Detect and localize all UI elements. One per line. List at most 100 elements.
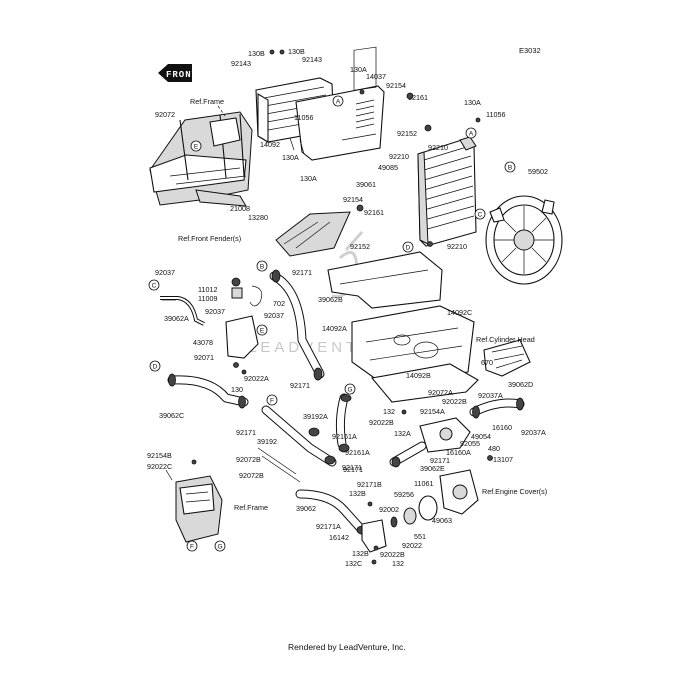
label-16160a: 16160A bbox=[446, 448, 471, 457]
callout-b-hose bbox=[256, 260, 268, 272]
label-49063: 49063 bbox=[432, 516, 452, 525]
label-92154a: 92154A bbox=[420, 407, 445, 416]
callout-e-tank bbox=[256, 324, 268, 336]
frame-front-section bbox=[149, 111, 253, 207]
hose-39192 bbox=[261, 405, 337, 467]
label-92161a: 92161A bbox=[332, 432, 357, 441]
callout-f-frame bbox=[186, 540, 198, 552]
label-39062e: 39062E bbox=[420, 464, 445, 473]
label-92143: 92143 bbox=[231, 59, 251, 68]
label-13107: 13107 bbox=[493, 455, 513, 464]
fasteners bbox=[162, 49, 493, 565]
callout-g-hose-label: G bbox=[347, 387, 352, 394]
label-92154: 92154 bbox=[343, 195, 363, 204]
front-label: FRONT bbox=[166, 70, 198, 80]
label-11009: 11009 bbox=[198, 294, 217, 303]
callout-b-radiator-label: B bbox=[508, 165, 512, 172]
footer-credit: Rendered by LeadVenture, Inc. bbox=[288, 642, 406, 652]
label-49085: 49085 bbox=[378, 163, 398, 172]
callout-f-hose-label: F bbox=[270, 398, 274, 405]
reserve-tank bbox=[225, 285, 263, 359]
label-92022c: 92022C bbox=[147, 462, 172, 471]
label-130b: 130B bbox=[248, 49, 265, 58]
label-702: 702 bbox=[273, 299, 285, 308]
label-14092c: 14092C bbox=[447, 308, 472, 317]
label-130a: 130A bbox=[282, 153, 299, 162]
impeller bbox=[390, 495, 438, 528]
label-39062c: 39062C bbox=[159, 411, 184, 420]
label-39192: 39192 bbox=[257, 437, 277, 446]
callout-g-frame bbox=[214, 540, 226, 552]
label-92072: 92072 bbox=[155, 110, 175, 119]
callout-c-radiator bbox=[474, 208, 486, 220]
callout-g-frame-label: G bbox=[217, 544, 222, 551]
label-39061: 39061 bbox=[356, 180, 376, 189]
callout-d-hose bbox=[149, 360, 161, 372]
part-labels: 130B 130B 92143 92143 130A 14037 92154 9… bbox=[147, 47, 548, 568]
label-92072b: 92072B bbox=[236, 455, 261, 464]
callout-a-radiator-label: A bbox=[469, 131, 474, 138]
label-132: 132 bbox=[392, 559, 404, 568]
label-39192a: 39192A bbox=[303, 412, 328, 421]
label-92152: 92152 bbox=[350, 242, 370, 251]
label-39062b: 39062B bbox=[318, 295, 343, 304]
label-92022b: 92022B bbox=[369, 418, 394, 427]
frame-rear-section bbox=[165, 469, 223, 543]
label-132b: 132B bbox=[352, 549, 369, 558]
label-11012: 11012 bbox=[198, 285, 217, 294]
label-92037a: 92037A bbox=[478, 391, 503, 400]
label-480: 480 bbox=[488, 444, 500, 453]
label-92071: 92071 bbox=[194, 353, 214, 362]
label-14037: 14037 bbox=[366, 72, 386, 81]
label-21008: 21008 bbox=[230, 204, 250, 213]
label-92171b: 92171B bbox=[357, 480, 382, 489]
cover-panel-lower bbox=[370, 363, 479, 403]
label-92171: 92171 bbox=[236, 428, 256, 437]
label-59502: 59502 bbox=[528, 167, 548, 176]
ref-front-fender: Ref.Front Fender(s) bbox=[178, 234, 241, 243]
air-duct bbox=[275, 211, 351, 257]
callout-f-frame-label: F bbox=[190, 544, 194, 551]
ref-frame-bottom: Ref.Frame bbox=[234, 503, 268, 512]
label-92171: 92171 bbox=[343, 465, 363, 474]
label-92154: 92154 bbox=[386, 81, 406, 90]
cooling-fan bbox=[485, 195, 563, 285]
label-92171: 92171 bbox=[292, 268, 312, 277]
radiator-shroud bbox=[295, 46, 385, 161]
label-14092b: 14092B bbox=[406, 371, 431, 380]
label-14092: 14092 bbox=[260, 140, 280, 149]
label-11056: 11056 bbox=[486, 110, 505, 119]
ref-cylinder-head: Ref.Cylinder Head bbox=[476, 335, 535, 344]
thermostat-housing bbox=[483, 339, 531, 377]
callout-e-frame-label: E bbox=[194, 144, 199, 151]
leader-line bbox=[217, 105, 226, 117]
callout-a-radiator bbox=[465, 127, 477, 139]
callout-d-radiator-label: D bbox=[406, 245, 411, 252]
diagram-code: E3032 bbox=[519, 46, 541, 55]
callout-e-tank-label: E bbox=[260, 328, 265, 335]
hose-39062b bbox=[269, 271, 325, 379]
label-14092a: 14092A bbox=[322, 324, 347, 333]
callout-d-radiator bbox=[402, 241, 414, 253]
label-39062a: 39062A bbox=[164, 314, 189, 323]
label-551: 551 bbox=[414, 532, 426, 541]
callout-c-hose-label: C bbox=[152, 283, 157, 290]
label-670: 670 bbox=[481, 358, 493, 367]
label-132a: 132A bbox=[394, 429, 411, 438]
label-92171: 92171 bbox=[290, 381, 310, 390]
label-92022: 92022 bbox=[402, 541, 422, 550]
label-92171a: 92171A bbox=[316, 522, 341, 531]
label-49054: 49054 bbox=[471, 432, 491, 441]
label-16142: 16142 bbox=[329, 533, 349, 542]
hose-39192a bbox=[335, 393, 349, 449]
ref-engine-cover: Ref.Engine Cover(s) bbox=[482, 487, 547, 496]
hose-39062d bbox=[469, 398, 525, 417]
label-92161a: 92161A bbox=[345, 448, 370, 457]
label-11061: 11061 bbox=[414, 479, 433, 488]
callout-f-hose bbox=[266, 394, 278, 406]
label-16160: 16160 bbox=[492, 423, 512, 432]
hose-39062a bbox=[160, 296, 205, 326]
callout-g-hose bbox=[344, 383, 356, 395]
label-130a: 130A bbox=[464, 98, 481, 107]
